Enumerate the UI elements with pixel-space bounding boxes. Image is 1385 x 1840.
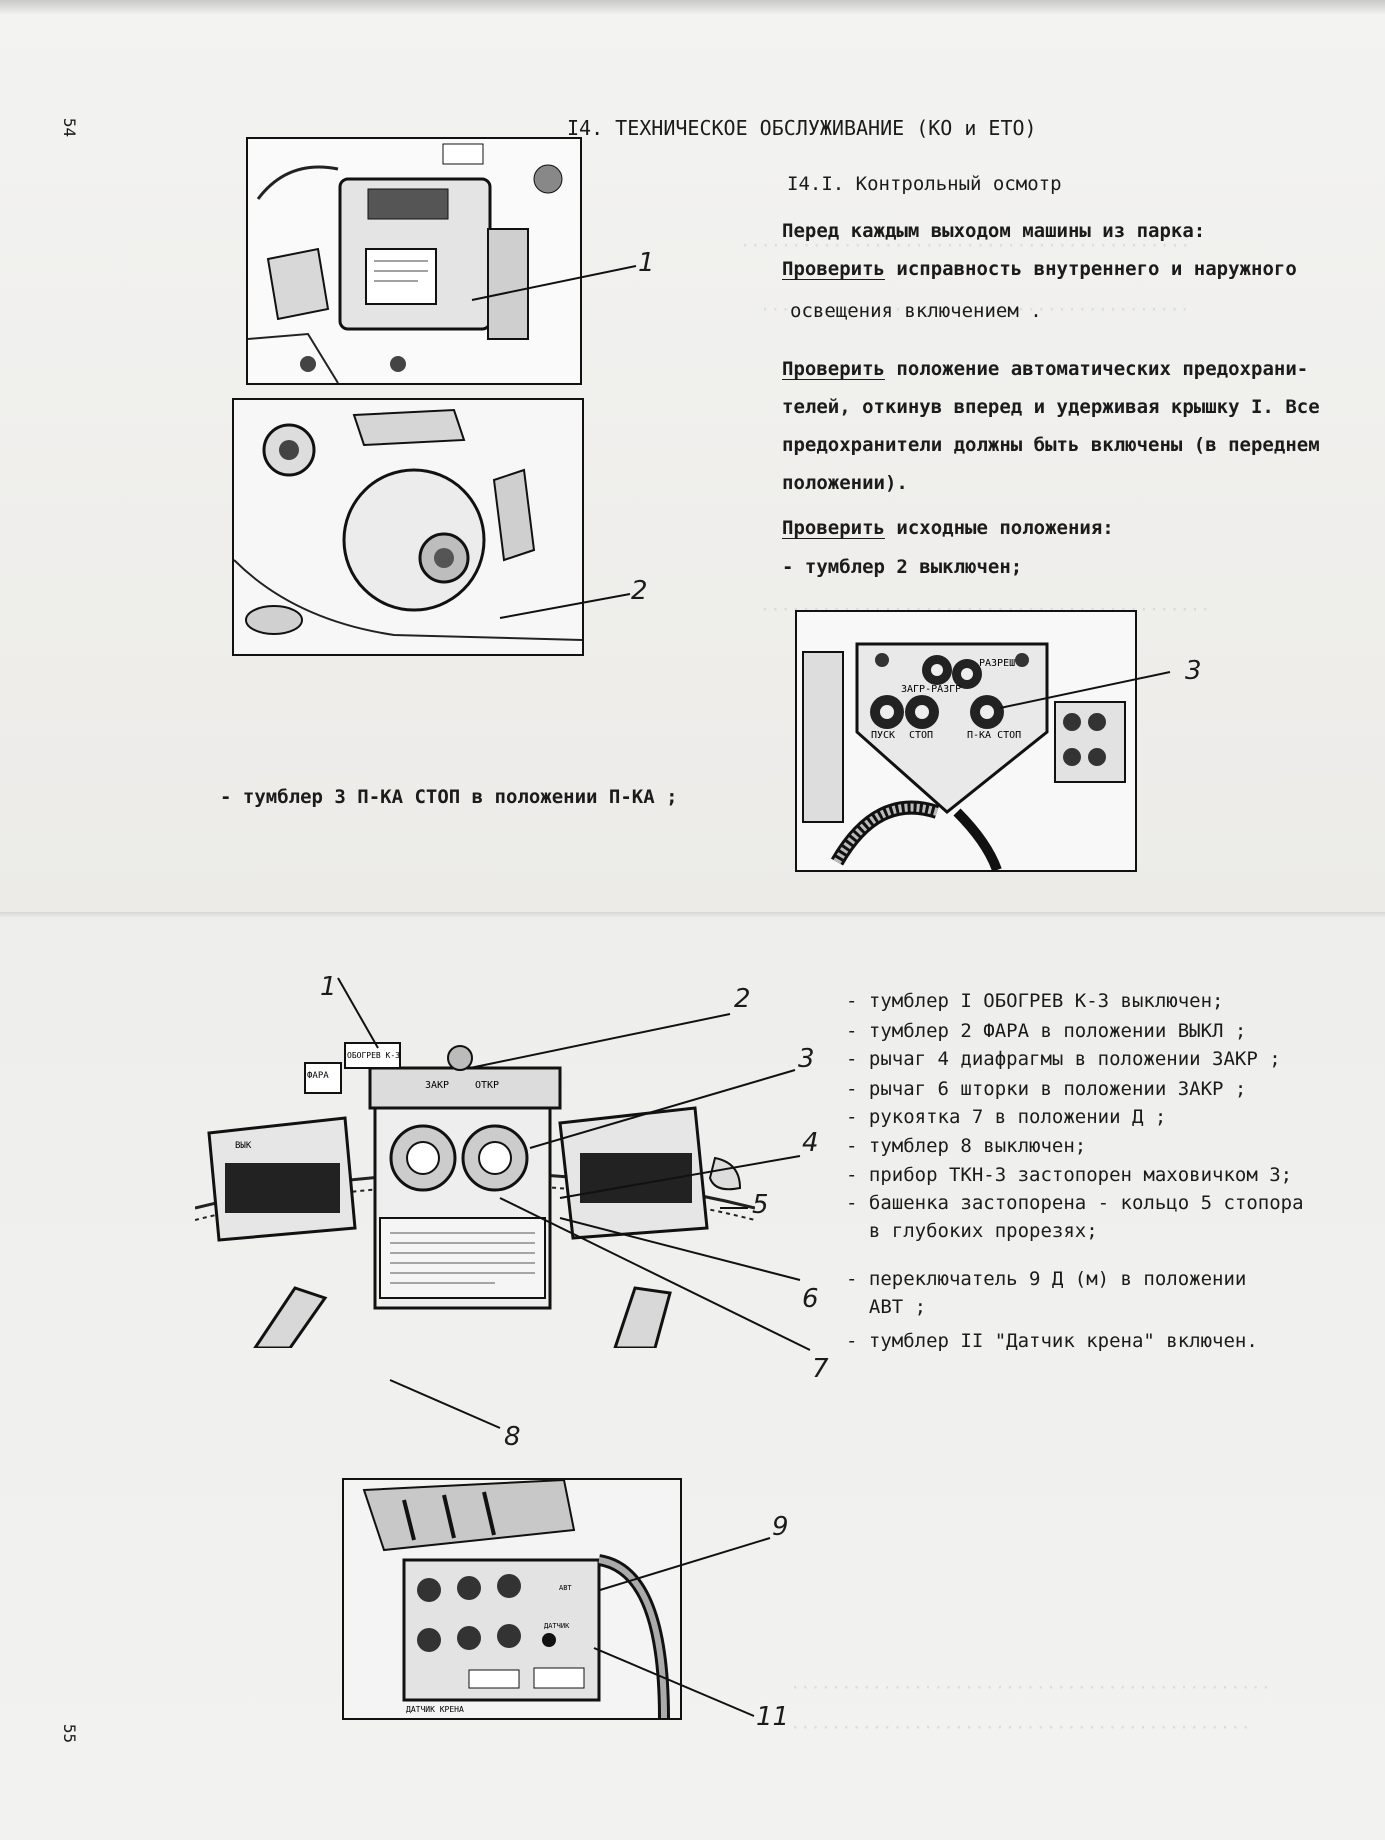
check2-l3: предохранители должны быть включены (в п… [782,434,1320,456]
check2-line: Проверить положение автоматических предо… [782,358,1308,380]
check3-item: - тумблер 2 выключен; [782,556,1023,578]
check3-rest: исходные положения: [884,517,1114,539]
photo-control-panel: ЗАГР-РАЗГР РАЗРЕШ ПУСК СТОП П-КА СТОП [795,610,1137,872]
callout-3-bottom: 3 [798,1044,815,1074]
check2-rest: положение автоматических предохрани- [884,358,1309,380]
callout-2-bottom: 2 [734,984,751,1014]
label-fara: ФАРА [307,1071,329,1081]
check-item-2: - тумблер 2 ФАРА в положении ВЫКЛ ; [846,1020,1247,1042]
check-item-9: - переключатель 9 Д (м) в положении [846,1268,1247,1290]
toggle3-line: - тумблер 3 П-КА СТОП в положении П-КА ; [220,786,678,808]
callout-8-bottom: 8 [504,1422,521,1452]
check-item-6: - тумблер 8 выключен; [846,1135,1087,1157]
callout-5-bottom: 5 [752,1190,769,1220]
photo-rotary-switch [232,398,584,656]
label-obogrev: ОБОГРЕВ К-3 [347,1051,400,1060]
section-title: I4. ТЕХНИЧЕСКОЕ ОБСЛУЖИВАНИЕ (КО и ЕТО) [567,116,1037,140]
check-item-3: - рычаг 4 диафрагмы в положении ЗАКР ; [846,1048,1281,1070]
check-item-10: - тумблер II "Датчик крена" включен. [846,1330,1258,1352]
check2-l4: положении). [782,472,908,494]
callout-1-bottom: 1 [320,972,337,1002]
check2-l2: телей, откинув вперед и удерживая крышку… [782,396,1320,418]
callout-3-top: 3 [1185,656,1202,686]
rotary-switch-drawing [234,400,582,654]
label-avt: АВТ [559,1584,572,1592]
panel-label-stop: СТОП [909,730,933,741]
check1-cont: освещения включением . [790,300,1042,322]
bottom-leader-lines [337,977,811,1717]
check-item-5: - рукоятка 7 в положении Д ; [846,1106,1167,1128]
check-item-7: - прибор ТКН-3 застопорен маховичком 3; [846,1164,1293,1186]
intro-line: Перед каждым выходом машины из парка: [782,220,1206,242]
commander-station-drawing: ВЫК ЗАКР ОТКР ОБОГРЕВ К-3 ФАРА [195,1042,755,1348]
callout-9-bottom: 9 [772,1512,789,1542]
control-panel-drawing: ЗАГР-РАЗГР РАЗРЕШ ПУСК СТОП П-КА СТОП [797,612,1135,870]
callout-7-bottom: 7 [812,1354,829,1384]
panel-label-permit: РАЗРЕШ [979,658,1015,669]
label-zakr: ЗАКР [425,1080,449,1091]
check-item-4: - рычаг 6 шторки в положении ЗАКР ; [846,1078,1247,1100]
callout-1-top: 1 [638,248,655,278]
photo-breaker-box [246,137,582,385]
check1-rest: исправность внутреннего и наружного [884,258,1297,280]
top-leader-lines [471,265,1171,709]
check1-line: Проверить исправность внутреннего и нару… [782,258,1297,280]
dial-panel-drawing: ДАТЧИК АВТ ДАТЧИК КРЕНА [344,1480,680,1718]
bleed-through: ········································… [790,1718,1251,1738]
bleed-through: ········································… [790,1678,1272,1698]
label-otkr: ОТКР [475,1080,499,1091]
callout-2-top: 2 [631,576,648,606]
page-bottom: 55 ·····································… [0,918,1385,1840]
photo-dial-panel: ДАТЧИК АВТ ДАТЧИК КРЕНА [342,1478,682,1720]
label-datchik-krena: ДАТЧИК КРЕНА [406,1705,464,1714]
check-item-8: - башенка застопорена - кольцо 5 стопора [846,1192,1304,1214]
callout-6-bottom: 6 [802,1284,819,1314]
label-datchik: ДАТЧИК [544,1622,570,1630]
breaker-box-drawing [248,139,580,383]
check2-verb: Проверить [782,358,885,380]
callout-11-bottom: 11 [756,1702,790,1732]
callout-4-bottom: 4 [802,1128,819,1158]
check-item-8-cont: в глубоких прорезях; [846,1220,1098,1242]
panel-label-load: ЗАГР-РАЗГР [901,684,961,695]
scan-edge [0,0,1385,14]
bleed-through: ········································… [760,300,1190,320]
label-vyk-left: ВЫК [235,1141,252,1151]
check3-line: Проверить исходные положения: [782,517,1114,539]
page-top: 54 ·····································… [0,0,1385,918]
check-item-1: - тумблер I ОБОГРЕВ К-3 выключен; [846,990,1224,1012]
check1-verb: Проверить [782,258,885,280]
panel-label-start: ПУСК [871,730,895,741]
panel-label-pka-stop: П-КА СТОП [967,730,1021,741]
check-item-9-cont: АВТ ; [846,1296,927,1318]
bleed-through: ········································… [740,236,1191,256]
check3-verb: Проверить [782,517,885,539]
subsection-title: I4.I. Контрольный осмотр [787,173,1062,195]
